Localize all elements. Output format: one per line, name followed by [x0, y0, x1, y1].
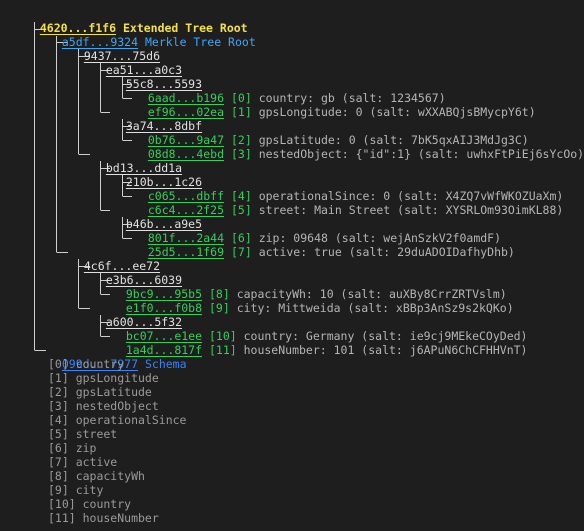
schema-item: [9] city: [48, 483, 104, 497]
tree-node: ea51...a0c3: [92, 49, 182, 77]
schema-item: [4] operationalSince: [48, 413, 187, 427]
leaf-hash-link[interactable]: c6c4...2f25: [147, 203, 225, 217]
leaf-index: [8]: [208, 287, 230, 301]
schema-item: [5] street: [48, 427, 118, 441]
tree-node: 9437...75d6: [70, 35, 160, 63]
leaf-value: gpsLongitude: 0 (salt: wXXABQjsBMycpY6t): [258, 105, 536, 119]
leaf-hash-link[interactable]: e1f0...f0b8: [125, 301, 203, 315]
leaf-hash-link[interactable]: 1a4d...817f: [125, 343, 203, 357]
leaf-row: c6c4...2f25 [5] street: Main Street (sal…: [134, 189, 563, 217]
leaf-index: [7]: [230, 245, 252, 259]
leaf-value: city: Mittweida (salt: xBBp3AnSz9s2kQKo): [236, 301, 514, 315]
leaf-value: street: Main Street (salt: XYSRLOm93OimK…: [258, 203, 564, 217]
tree-node: b46b...a9e5: [112, 203, 202, 231]
node-hash-link[interactable]: e3b6...6039: [105, 273, 183, 287]
leaf-hash-link[interactable]: 6aad...b196: [147, 91, 225, 105]
schema-label: Schema: [144, 357, 187, 371]
leaf-hash-link[interactable]: 9bc9...95b5: [125, 287, 203, 301]
schema-item: [7] active: [48, 455, 118, 469]
leaf-index: [6]: [230, 231, 252, 245]
tree-node: a600...5f32: [92, 301, 182, 329]
tree-node: 4c6f...ee72: [70, 245, 160, 273]
schema-hash-link[interactable]: 099d...7977: [61, 357, 139, 371]
node-hash-link[interactable]: 3a74...8dbf: [125, 119, 203, 133]
schema-item: [2] gpsLatitude: [48, 385, 152, 399]
leaf-row: bc07...e1ee [10] country: Germany (salt:…: [112, 315, 528, 343]
schema-item: [8] capacityWh: [48, 469, 145, 483]
merkle-root-label: Merkle Tree Root: [144, 35, 256, 49]
leaf-hash-link[interactable]: bc07...e1ee: [125, 329, 203, 343]
leaf-value: houseNumber: 101 (salt: j6APuN6ChCFHHVnT…: [243, 343, 528, 357]
leaf-index: [5]: [230, 203, 252, 217]
leaf-index: [0]: [230, 91, 252, 105]
leaf-row: 9bc9...95b5 [8] capacityWh: 10 (salt: au…: [112, 273, 507, 301]
schema-item: [0] country: [48, 357, 125, 371]
leaf-row: ef96...02ea [1] gpsLongitude: 0 (salt: w…: [134, 91, 536, 119]
tree-node: 55c8...5593: [112, 63, 202, 91]
tree-node: 210b...1c26: [112, 161, 202, 189]
node-hash-link[interactable]: bd13...dd1a: [105, 161, 183, 175]
tree-node: 3a74...8dbf: [112, 105, 202, 133]
leaf-value: gpsLatitude: 0 (salt: 7bK5qxAIJ3MdJg3C): [258, 133, 529, 147]
leaf-value: operationalSince: 0 (salt: X4ZQ7vWfWKOZU…: [258, 189, 564, 203]
leaf-value: country: Germany (salt: ie9cj9MEkeCOyDed…: [243, 329, 528, 343]
leaf-hash-link[interactable]: 08d8...4ebd: [147, 147, 225, 161]
schema-item: [10] country: [48, 497, 132, 511]
leaf-row: 08d8...4ebd [3] nestedObject: {"id":1} (…: [134, 133, 584, 161]
schema-item: [3] nestedObject: [48, 399, 159, 413]
leaf-row: e1f0...f0b8 [9] city: Mittweida (salt: x…: [112, 287, 514, 315]
merkle-root-hash-link[interactable]: a5df...9324: [61, 35, 139, 49]
leaf-row: 1a4d...817f [11] houseNumber: 101 (salt:…: [112, 329, 528, 357]
node-hash-link[interactable]: 9437...75d6: [83, 49, 161, 63]
leaf-hash-link[interactable]: 801f...2a44: [147, 231, 225, 245]
node-hash-link[interactable]: 4c6f...ee72: [83, 259, 161, 273]
leaf-index: [2]: [230, 133, 252, 147]
tree-node: bd13...dd1a: [92, 147, 182, 175]
tree-node: e3b6...6039: [92, 259, 182, 287]
leaf-hash-link[interactable]: 0b76...9a47: [147, 133, 225, 147]
leaf-index: [9]: [208, 301, 230, 315]
leaf-index: [11]: [208, 343, 237, 357]
schema-item: [6] zip: [48, 441, 97, 455]
node-hash-link[interactable]: 55c8...5593: [125, 77, 203, 91]
leaf-hash-link[interactable]: 25d5...1f69: [147, 245, 225, 259]
node-hash-link[interactable]: b46b...a9e5: [125, 217, 203, 231]
leaf-row: 6aad...b196 [0] country: gb (salt: 12345…: [134, 77, 446, 105]
leaf-row: 0b76...9a47 [2] gpsLatitude: 0 (salt: 7b…: [134, 119, 529, 147]
merkle-tree-root: a5df...9324 Merkle Tree Root: [48, 21, 256, 49]
leaf-index: [3]: [230, 147, 252, 161]
leaf-index: [10]: [208, 329, 237, 343]
root-label: Extended Tree Root: [122, 21, 248, 35]
leaf-row: 801f...2a44 [6] zip: 09648 (salt: wejAnS…: [134, 217, 501, 245]
extended-tree-root: 4620...f1f6 Extended Tree Root: [26, 7, 248, 35]
leaf-value: active: true (salt: 29duADOIDafhyDhb): [258, 245, 515, 259]
leaf-index: [1]: [230, 105, 252, 119]
leaf-hash-link[interactable]: ef96...02ea: [147, 105, 225, 119]
schema-item: [11] houseNumber: [48, 511, 159, 525]
node-hash-link[interactable]: a600...5f32: [105, 315, 183, 329]
leaf-hash-link[interactable]: c065...dbff: [147, 189, 225, 203]
leaf-value: zip: 09648 (salt: wejAnSzkV2f0amdF): [258, 231, 502, 245]
schema-root: 099d...7977 Schema: [48, 343, 187, 371]
leaf-row: c065...dbff [4] operationalSince: 0 (sal…: [134, 175, 563, 203]
leaf-value: country: gb (salt: 1234567): [258, 91, 446, 105]
node-hash-link[interactable]: ea51...a0c3: [105, 63, 183, 77]
root-hash-link[interactable]: 4620...f1f6: [39, 21, 117, 35]
leaf-row: 25d5...1f69 [7] active: true (salt: 29du…: [134, 231, 515, 259]
schema-item: [1] gpsLongitude: [48, 371, 159, 385]
leaf-value: capacityWh: 10 (salt: auXBy8CrrZRTVslm): [236, 287, 507, 301]
leaf-value: nestedObject: {"id":1} (salt: uwhxFtPiEj…: [258, 147, 584, 161]
node-hash-link[interactable]: 210b...1c26: [125, 175, 203, 189]
leaf-index: [4]: [230, 189, 252, 203]
